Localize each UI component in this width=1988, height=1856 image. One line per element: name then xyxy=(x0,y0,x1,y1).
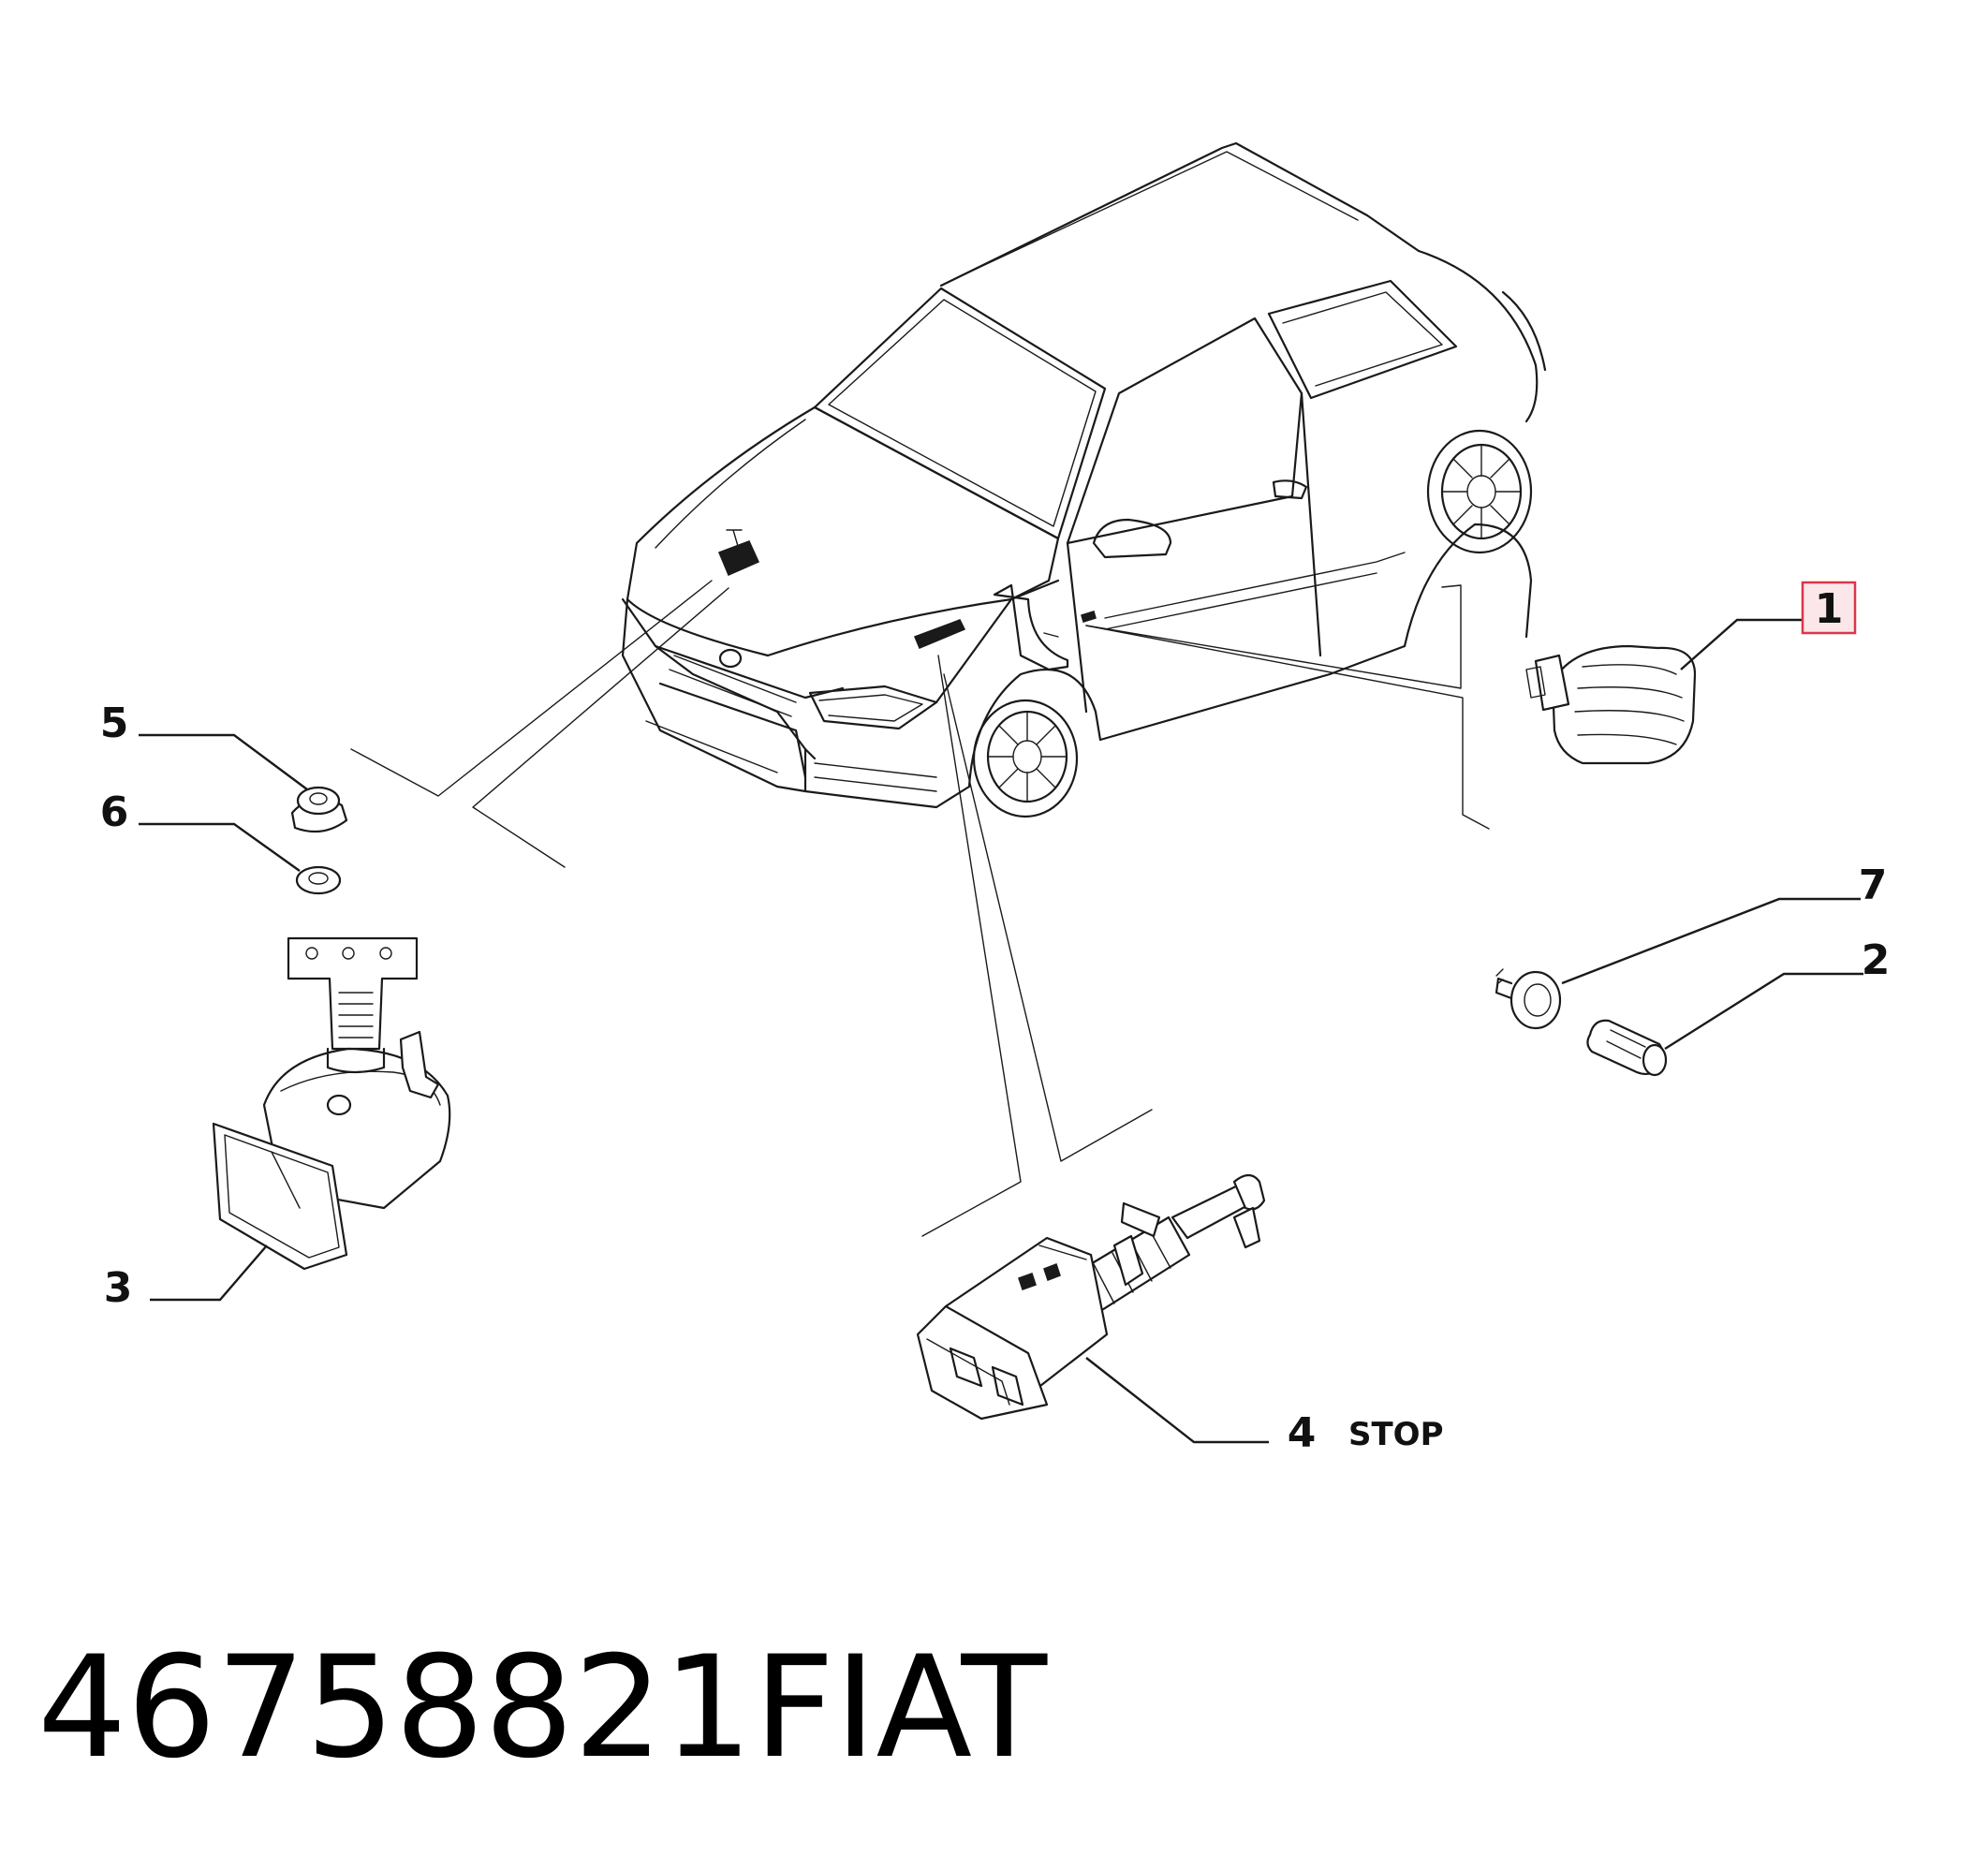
horn xyxy=(212,936,451,1271)
wedge-bulb xyxy=(1586,1019,1668,1077)
bulb-holder xyxy=(1495,968,1562,1030)
flange-nut xyxy=(290,786,348,833)
stop-light-switch xyxy=(916,1173,1266,1421)
callout-1: 1 xyxy=(1815,585,1844,633)
leader-lines xyxy=(350,580,1490,1237)
callout-5: 5 xyxy=(100,700,129,747)
stop-label: STOP xyxy=(1348,1416,1444,1453)
side-repeater-lamp xyxy=(1525,644,1697,765)
bracket-on-car xyxy=(993,583,1069,671)
front-wheel xyxy=(972,699,1079,818)
callout-2: 2 xyxy=(1862,936,1891,984)
side-repeater-location-marker xyxy=(1081,611,1097,623)
brand-name: FIAT xyxy=(754,1627,1048,1790)
stop-switch-location-marker xyxy=(914,619,966,649)
car-illustration xyxy=(621,141,1547,818)
callout-1-highlight xyxy=(1801,581,1857,635)
callout-6: 6 xyxy=(100,788,129,836)
washer xyxy=(295,865,342,895)
horn-location-marker xyxy=(718,540,759,576)
part-number: 46758821 xyxy=(37,1627,752,1790)
callout-4: 4 xyxy=(1288,1409,1317,1457)
callout-7: 7 xyxy=(1859,862,1888,909)
rear-wheel xyxy=(1426,429,1533,554)
callout-3: 3 xyxy=(104,1264,133,1312)
